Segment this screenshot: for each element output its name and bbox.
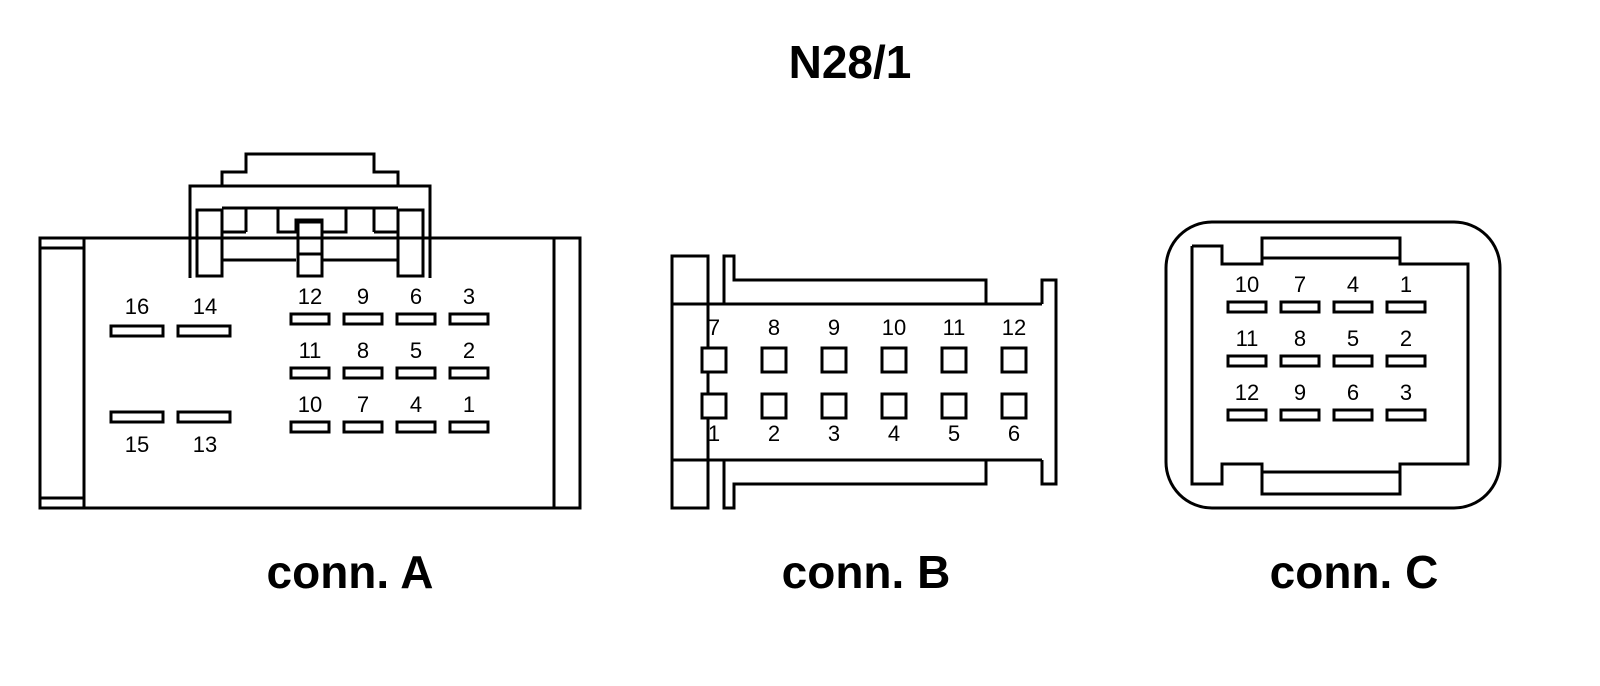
pin-cavity: [820, 392, 848, 420]
pin-number: 3: [1400, 380, 1412, 405]
pin-slot: [289, 312, 331, 326]
pin-number: 7: [1294, 272, 1306, 297]
connector-a: [38, 152, 582, 510]
pin-slot: [289, 420, 331, 434]
connector-c: [1164, 220, 1502, 510]
pin-slot: [176, 410, 232, 424]
pin-number: 11: [943, 315, 966, 340]
pin-slot: [109, 324, 165, 338]
pin-slot: [1226, 300, 1268, 314]
pin-number: 8: [768, 315, 780, 340]
pin-slot: [395, 312, 437, 326]
pin-slot: [448, 420, 490, 434]
pin-number: 9: [357, 284, 369, 309]
diagram-title: N28/1: [789, 36, 912, 88]
pin-slot: [1385, 408, 1427, 422]
pin-number: 3: [828, 421, 840, 446]
conn-c-label: conn. C: [1270, 546, 1439, 598]
pin-cavity: [940, 346, 968, 374]
pin-slot: [1279, 300, 1321, 314]
pin-number: 7: [357, 392, 369, 417]
pin-cavity: [1000, 392, 1028, 420]
pin-cavity: [880, 392, 908, 420]
pin-number: 15: [125, 432, 149, 457]
pin-number: 12: [1235, 380, 1259, 405]
pin-number: 4: [1347, 272, 1359, 297]
pin-cavity: [820, 346, 848, 374]
pin-number: 10: [882, 315, 906, 340]
pin-number: 9: [1294, 380, 1306, 405]
pin-number: 1: [1400, 272, 1412, 297]
pin-number: 14: [193, 294, 217, 319]
pin-cavity: [940, 392, 968, 420]
pin-number: 1: [463, 392, 475, 417]
pin-cavity: [700, 392, 728, 420]
pin-number: 6: [1347, 380, 1359, 405]
pin-cavity: [760, 392, 788, 420]
pin-number: 5: [948, 421, 960, 446]
pin-cavity: [700, 346, 728, 374]
conn-b-label: conn. B: [782, 546, 951, 598]
pin-number: 1: [708, 421, 720, 446]
pin-number: 11: [299, 338, 322, 363]
pin-number: 6: [410, 284, 422, 309]
pin-slot: [395, 366, 437, 380]
pin-number: 6: [1008, 421, 1020, 446]
pin-slot: [342, 312, 384, 326]
pin-slot: [1226, 354, 1268, 368]
pin-number: 9: [828, 315, 840, 340]
pin-slot: [1332, 408, 1374, 422]
pin-number: 3: [463, 284, 475, 309]
pin-number: 5: [1347, 326, 1359, 351]
pin-slot: [342, 366, 384, 380]
pin-number: 8: [357, 338, 369, 363]
pin-slot: [1385, 354, 1427, 368]
pin-slot: [448, 312, 490, 326]
pin-number: 10: [298, 392, 322, 417]
pin-number: 12: [1002, 315, 1026, 340]
pin-slot: [1279, 354, 1321, 368]
pin-number: 11: [1236, 326, 1259, 351]
pin-slot: [395, 420, 437, 434]
pin-number: 2: [1400, 326, 1412, 351]
pin-slot: [448, 366, 490, 380]
pin-slot: [1385, 300, 1427, 314]
pin-slot: [1332, 354, 1374, 368]
pin-number: 8: [1294, 326, 1306, 351]
pin-slot: [1226, 408, 1268, 422]
pin-cavity: [880, 346, 908, 374]
conn-a-label: conn. A: [267, 546, 434, 598]
pin-number: 4: [888, 421, 900, 446]
pin-slot: [342, 420, 384, 434]
pin-number: 10: [1235, 272, 1259, 297]
pin-number: 7: [708, 315, 720, 340]
pin-number: 4: [410, 392, 422, 417]
pin-number: 5: [410, 338, 422, 363]
pin-slot: [176, 324, 232, 338]
pin-slot: [1279, 408, 1321, 422]
connector-b: [670, 254, 1058, 510]
pin-number: 2: [463, 338, 475, 363]
pin-number: 13: [193, 432, 217, 457]
pin-number: 12: [298, 284, 322, 309]
pin-slot: [1332, 300, 1374, 314]
pin-slot: [109, 410, 165, 424]
pin-cavity: [760, 346, 788, 374]
pin-slot: [289, 366, 331, 380]
pin-cavity: [1000, 346, 1028, 374]
pin-number: 16: [125, 294, 149, 319]
pin-number: 2: [768, 421, 780, 446]
